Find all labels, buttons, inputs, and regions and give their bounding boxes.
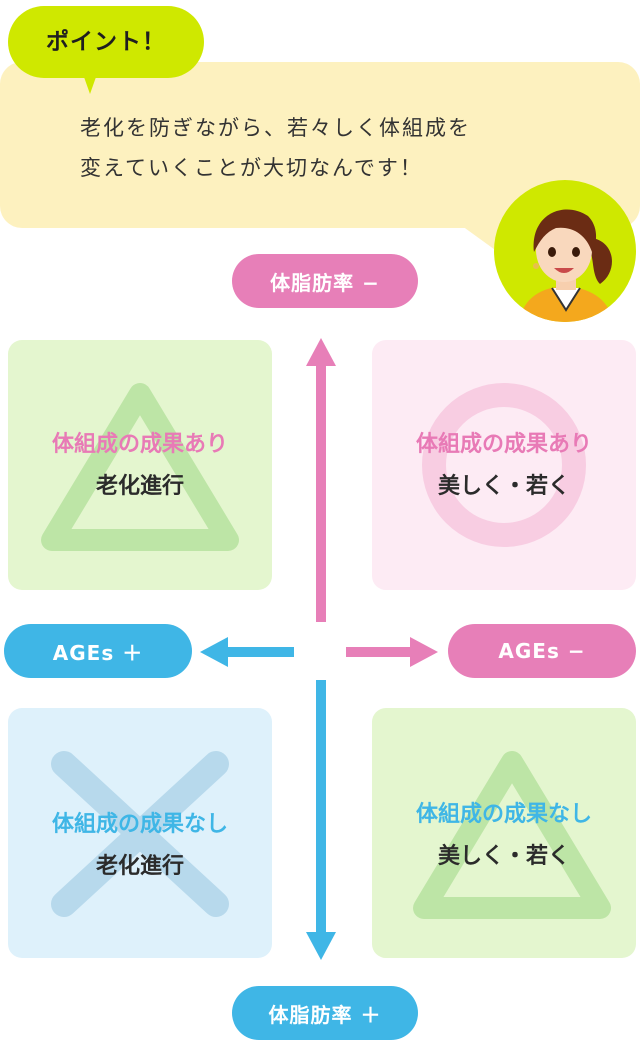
axis-label-bottom: 体脂肪率 ＋ <box>232 986 418 1040</box>
point-label: ポイント！ <box>46 29 166 55</box>
arrow-left-head <box>200 637 228 667</box>
quadrant-top-right-line1: 体組成の成果あり <box>415 432 592 457</box>
arrow-up-shaft <box>316 360 326 622</box>
woman-avatar-icon <box>494 180 636 322</box>
quadrant-top-left: 体組成の成果あり 老化進行 <box>8 340 272 590</box>
quadrant-bottom-left-line1: 体組成の成果なし <box>51 812 228 837</box>
quadrant-top-left-line1: 体組成の成果あり <box>51 432 228 457</box>
quadrant-bottom-right-line1: 体組成の成果なし <box>415 802 592 827</box>
arrow-left-shaft <box>222 647 294 657</box>
arrow-down-shaft <box>316 680 326 940</box>
axis-arrows <box>200 338 438 960</box>
quadrant-top-right-line2: 美しく・若く <box>437 474 570 499</box>
speech-tail <box>440 210 500 252</box>
axis-label-left: AGEs ＋ <box>4 624 192 678</box>
axis-label-top: 体脂肪率 − <box>232 254 418 308</box>
quadrant-bottom-left: 体組成の成果なし 老化進行 <box>8 708 272 958</box>
arrow-up-head <box>306 338 336 366</box>
circle-icon <box>422 383 586 547</box>
quadrant-bottom-left-line2: 老化進行 <box>95 854 184 879</box>
speech-message: 老化を防ぎながら、若々しく体組成を 変えていくことが大切なんです！ <box>80 108 600 188</box>
speech-line-1: 老化を防ぎながら、若々しく体組成を <box>80 116 471 140</box>
arrow-down-head <box>306 932 336 960</box>
point-bubble <box>8 6 204 78</box>
quadrant-top-right: 体組成の成果あり 美しく・若く <box>372 340 636 590</box>
triangle-icon <box>413 751 611 919</box>
quadrant-top-left-line2: 老化進行 <box>95 474 184 499</box>
arrow-right-head <box>410 637 438 667</box>
speech-line-2: 変えていくことが大切なんです！ <box>80 156 423 180</box>
triangle-icon <box>41 383 239 551</box>
arrow-right-shaft <box>346 647 412 657</box>
quadrant-bottom-right: 体組成の成果なし 美しく・若く <box>372 708 636 958</box>
quadrant-bottom-right-line2: 美しく・若く <box>437 844 570 869</box>
cross-icon <box>51 751 229 917</box>
axis-label-right: AGEs − <box>448 624 636 678</box>
